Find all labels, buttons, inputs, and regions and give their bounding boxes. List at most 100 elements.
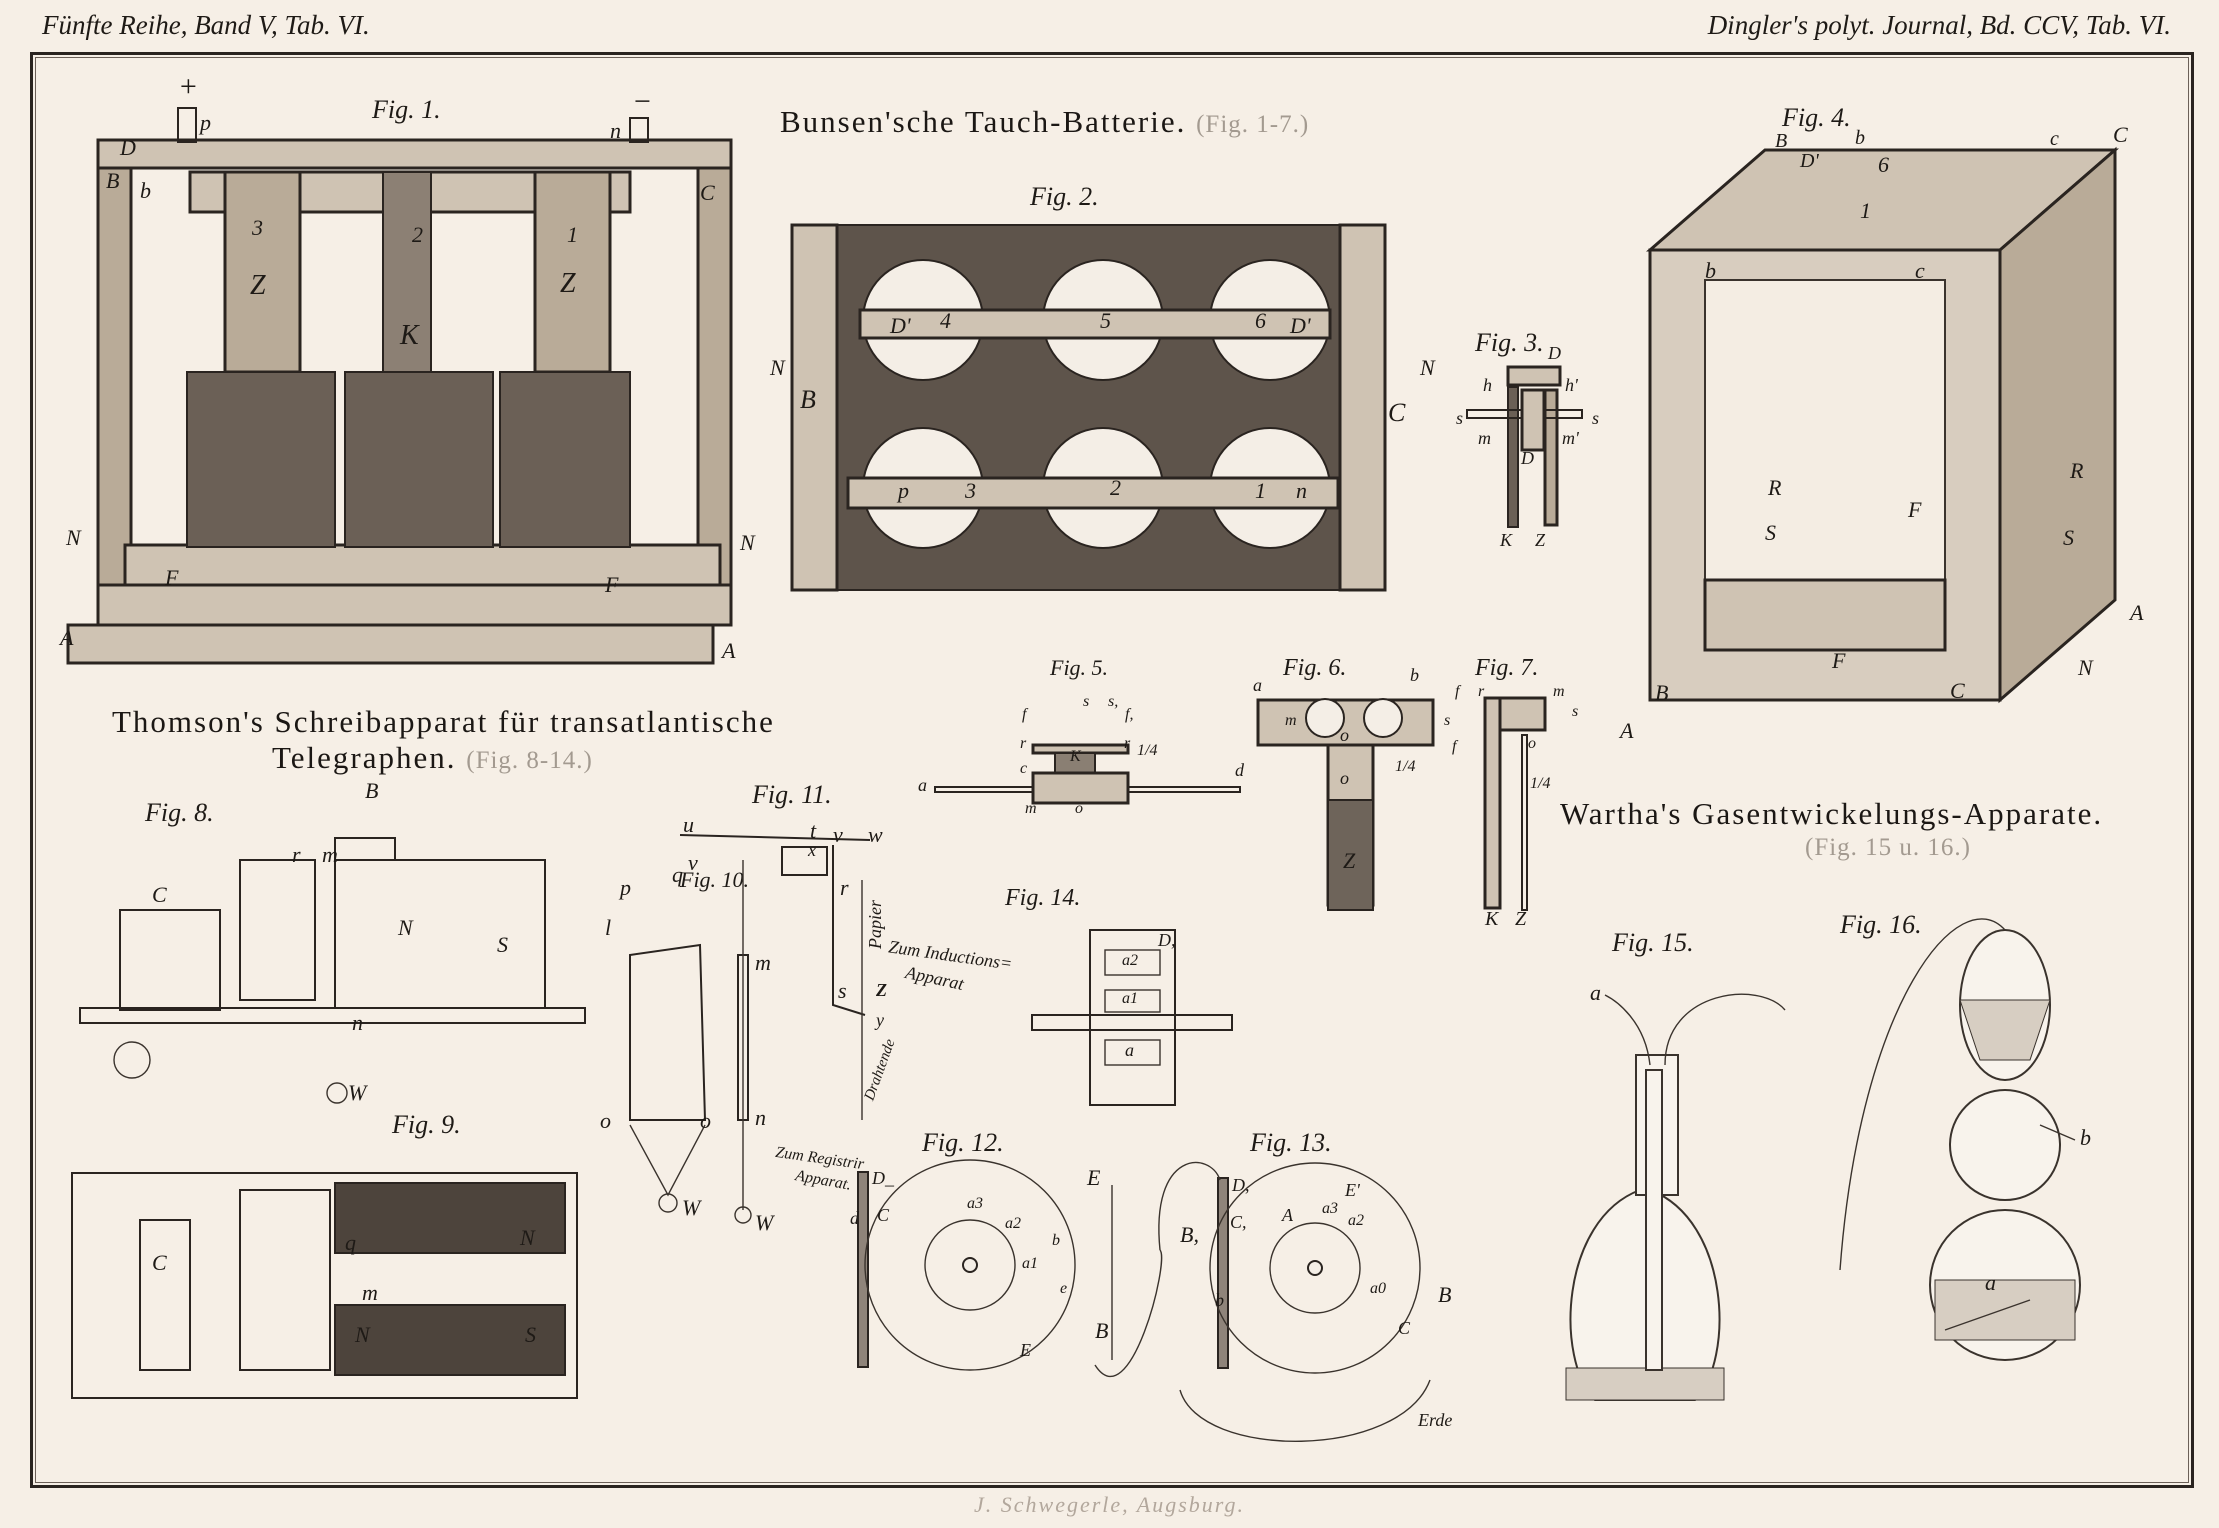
fig5-label-s: s <box>1083 693 1090 710</box>
section-title-line2: Telegraphen. <box>272 740 457 775</box>
fig12-label-E-bottom: E <box>1020 1340 1031 1360</box>
fig4-label-C-top: C <box>2113 122 2128 147</box>
fig16-label-a: a <box>1985 1270 1996 1295</box>
fig6-caption: Fig. 6. <box>1283 655 1347 681</box>
fig1-label-A-right: A <box>722 638 736 663</box>
fig11-caption: Fig. 11. <box>752 780 832 809</box>
fig4-label-A: A <box>1620 718 1634 743</box>
fig4-label-R-right: R <box>2070 458 2084 483</box>
fig11-label-v: v <box>833 822 843 847</box>
fig7-label-s-left: s <box>1444 712 1451 729</box>
fig4-label-F-floor: F <box>1832 648 1846 673</box>
fig2-label-C: C <box>1388 398 1406 427</box>
fig3-label-s-left: s <box>1456 408 1464 428</box>
fig1-label-D: D <box>120 135 136 160</box>
fig8-label-B: B <box>365 778 379 803</box>
fig4-label-6: 6 <box>1878 152 1889 177</box>
fig3-label-K: K <box>1500 530 1513 550</box>
fig16-caption: Fig. 16. <box>1840 910 1922 939</box>
section-figure-range: (Fig. 8-14.) <box>466 747 593 774</box>
fig13-label-C1: C, <box>1230 1212 1247 1232</box>
fig1-label-n: n <box>610 118 621 143</box>
fig4-label-F-mid: F <box>1908 497 1922 522</box>
section-figure-range: (Fig. 15 u. 16.) <box>1805 834 1971 861</box>
fig13-caption: Fig. 13. <box>1250 1128 1332 1157</box>
fig2-label-5: 5 <box>1100 308 1111 333</box>
fig4-label-1: 1 <box>1860 198 1871 223</box>
fig1-label-Z2: Z <box>560 268 576 299</box>
fig10-label-W-left: W <box>682 1195 701 1220</box>
fig3-label-m: m <box>1478 428 1491 448</box>
fig4-label-N: N <box>2078 655 2093 680</box>
fig9-label-C: C <box>152 1250 167 1275</box>
fig2-label-2: 2 <box>1110 475 1121 500</box>
fig13-label-A: A <box>1282 1205 1293 1225</box>
fig13-label-E1: E' <box>1345 1180 1360 1200</box>
fig11-label-o: v <box>688 850 698 875</box>
fig6-label-b: b <box>1410 665 1419 685</box>
fig2-label-3: 3 <box>965 478 976 503</box>
fig16-label-b: b <box>2080 1125 2091 1150</box>
fig1-label-plus: + <box>178 70 199 103</box>
fig1-label-N-left: N <box>66 525 81 550</box>
fig10-label-l: l <box>605 915 612 940</box>
fig2-caption: Fig. 2. <box>1030 182 1099 211</box>
fig6-label-m: m <box>1285 712 1297 729</box>
fig2-label-N-right: N <box>1420 355 1435 380</box>
fig4-label-C: C <box>1950 678 1965 703</box>
fig12-label-d: d <box>850 1208 859 1228</box>
fig12-caption: Fig. 12. <box>922 1128 1004 1157</box>
fig3-label-D-top: D <box>1548 343 1561 363</box>
fig12-label-E-top: E <box>1087 1165 1101 1190</box>
fig11-label-s: s <box>838 978 847 1003</box>
fig1-label-p: p <box>200 110 211 135</box>
fig10-label-m: m <box>755 950 771 975</box>
fig5-label-f: f <box>1022 706 1027 723</box>
fig1-label-n3: 3 <box>252 215 263 240</box>
fig11-label-Z: Z <box>876 980 887 1000</box>
fig4-label-S-right: S <box>2063 525 2074 550</box>
fig5-caption: Fig. 5. <box>1050 655 1109 680</box>
fig6-label-o: o <box>1340 725 1349 745</box>
fig10-caption: Fig. 10. <box>680 867 750 892</box>
fig1-label-N-right: N <box>740 530 755 555</box>
fig15-caption: Fig. 15. <box>1612 928 1694 957</box>
fig7-label-f-top: f <box>1455 683 1460 700</box>
printer-imprint: J. Schwegerle, Augsburg. <box>973 1492 1246 1517</box>
fig5-label-quarter: 1/4 <box>1137 742 1158 759</box>
fig2-label-D1-left: D' <box>890 313 911 338</box>
section-title-bunsen: Bunsen'sche Tauch-Batterie. (Fig. 1-7.) <box>780 104 1309 140</box>
engraving-plate-border <box>30 52 2194 1488</box>
fig2-label-4: 4 <box>940 308 951 333</box>
fig4-label-c: c <box>2050 128 2059 150</box>
fig2-label-D1-right: D' <box>1290 313 1311 338</box>
fig7-label-r-top: r <box>1478 683 1485 700</box>
fig12-label-a2: a2 <box>1005 1215 1021 1232</box>
fig8-label-r: r <box>292 842 301 867</box>
fig1-label-C: C <box>700 180 715 205</box>
fig7-label-quarter: 1/4 <box>1530 775 1551 792</box>
fig3-label-Z: Z <box>1535 530 1546 550</box>
fig6-label-o2: o <box>1340 768 1349 788</box>
fig12-label-e: e <box>1060 1280 1068 1297</box>
fig1-label-F-left: F <box>165 565 179 590</box>
section-title-text: Wartha's Gasentwickelungs-Apparate. <box>1560 796 2104 831</box>
fig7-label-o: o <box>1528 735 1536 752</box>
fig11-label-r: r <box>840 875 849 900</box>
section-title-wartha: Wartha's Gasentwickelungs-Apparate. (Fig… <box>1560 797 2103 865</box>
section-figure-range: (Fig. 1-7.) <box>1196 111 1310 138</box>
fig8-label-n: n <box>352 1010 363 1035</box>
fig4-label-B: B <box>1655 680 1669 705</box>
fig5-label-a: a <box>918 775 927 795</box>
fig13-label-a3: a3 <box>1322 1200 1338 1217</box>
fig5-label-d: d <box>1235 760 1244 780</box>
fig10-label-o: o <box>600 1108 611 1133</box>
fig7-label-K: K <box>1485 908 1499 930</box>
fig1-label-n1: 1 <box>567 222 578 247</box>
fig11-label-t: t <box>810 818 817 843</box>
fig11-label-x: x <box>808 840 816 860</box>
fig2-label-n: n <box>1296 478 1307 503</box>
fig12-label-a3: a3 <box>967 1195 983 1212</box>
fig2-label-6: 6 <box>1255 308 1266 333</box>
fig8-label-W: W <box>348 1080 367 1105</box>
